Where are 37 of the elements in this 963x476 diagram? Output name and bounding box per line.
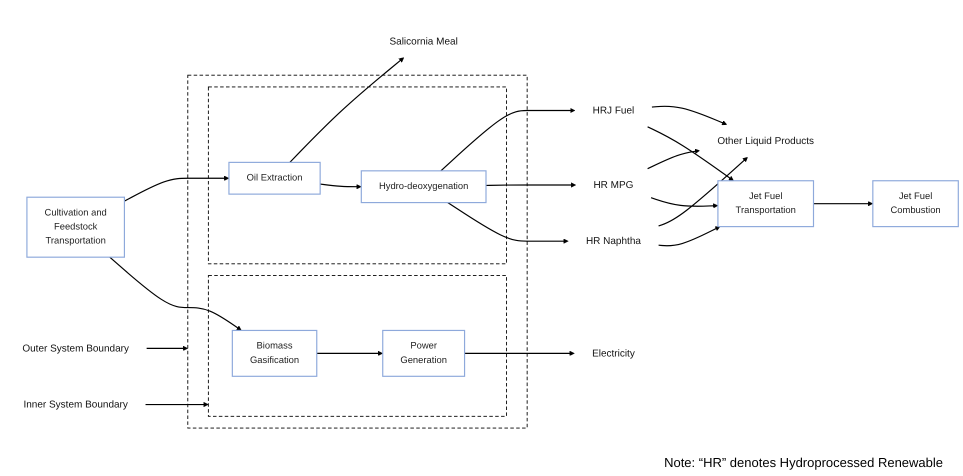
node-text: Electricity: [592, 348, 635, 359]
arrow: [316, 350, 383, 356]
arrow: [486, 182, 576, 188]
cluster: [208, 86, 508, 264]
node-box: Biomass Gasification: [232, 330, 318, 377]
node-text: Salicornia Meal: [389, 36, 458, 47]
arrow: [320, 184, 362, 190]
node-box: Jet Fuel Combustion: [872, 180, 959, 228]
node-text: Outer System Boundary: [22, 342, 129, 354]
arrow: [652, 106, 728, 126]
node-text: Inner System Boundary: [23, 398, 128, 410]
arrow: [464, 350, 575, 356]
arrow: [289, 57, 404, 163]
arrow: [146, 346, 188, 351]
node-box: Oil Extraction: [228, 162, 321, 195]
arrow: [647, 148, 700, 170]
arrow: [650, 197, 718, 208]
arrow: [109, 256, 242, 331]
arrow: [146, 402, 209, 408]
node-box: Jet Fuel Transportation: [717, 180, 814, 228]
node-text: HR Naphtha: [586, 235, 641, 247]
arrow: [814, 201, 874, 206]
cluster: [187, 74, 528, 428]
arrow: [440, 108, 576, 172]
node-text: Other Liquid Products: [717, 135, 814, 146]
arrow: [448, 202, 569, 244]
node-box: Cultivation and Feedstock Transportation: [26, 196, 125, 258]
node-box: Power Generation: [382, 330, 466, 377]
arrow: [658, 157, 748, 226]
arrow: [658, 226, 720, 246]
node-box: Hydro-deoxygenation: [360, 170, 487, 204]
arrow: [124, 176, 230, 202]
node-text: HRJ Fuel: [592, 104, 634, 116]
cluster: [208, 275, 508, 417]
note-text: Note: “HR” denotes Hydroprocessed Renewable: [663, 455, 943, 470]
node-text: HR MPG: [593, 179, 634, 190]
arrow: [647, 126, 734, 181]
